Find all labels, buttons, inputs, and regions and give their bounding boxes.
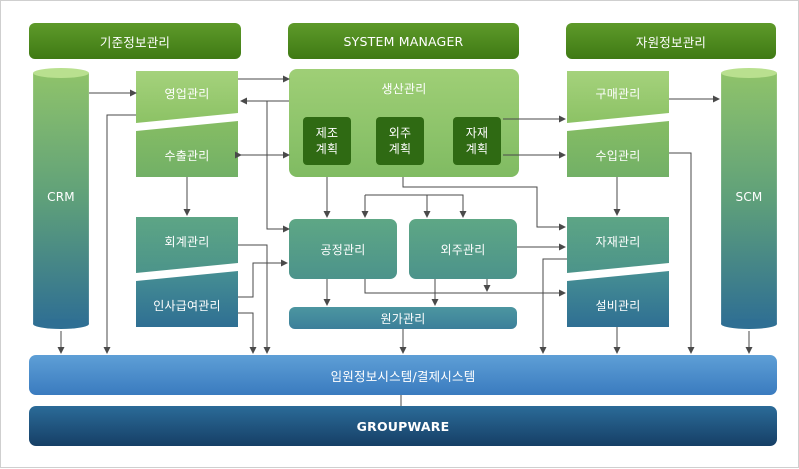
header-master-data: 기준정보관리: [29, 23, 241, 59]
material-plan-line1: 자재: [465, 126, 489, 140]
cost-module: 원가관리: [289, 307, 517, 329]
import-module: 수입관리: [567, 141, 669, 169]
sales-label: 영업관리: [164, 86, 210, 101]
process-module: 공정관리: [289, 219, 397, 279]
hr-payroll-module: 인사급여관리: [136, 291, 238, 319]
arrow-sales-process: [266, 101, 290, 233]
arrow-hr-process: [238, 259, 288, 298]
import-shape: [567, 121, 669, 177]
manufacturing-plan-line2: 계획: [315, 142, 339, 156]
equipment-label: 설비관리: [595, 298, 641, 313]
purchase-shape: [567, 71, 669, 123]
hr-payroll-label: 인사급여관리: [153, 298, 221, 313]
material-shape: [567, 217, 669, 273]
export-label: 수출관리: [164, 148, 210, 163]
outsourcing-plan-line2: 계획: [388, 142, 412, 156]
scm-cylinder: SCM: [721, 67, 777, 331]
header-system-manager-label: SYSTEM MANAGER: [343, 33, 464, 49]
material-plan: 자재 계획: [453, 117, 501, 165]
arrow-production-material: [402, 177, 566, 231]
sales-shape: [136, 71, 238, 123]
purchase-label: 구매관리: [595, 86, 641, 101]
crm-cylinder-shape: [33, 67, 89, 330]
purchase-module: 구매관리: [567, 79, 669, 107]
scm-label: SCM: [735, 190, 763, 204]
arrow-process-equipment: [364, 279, 566, 297]
export-shape: [136, 121, 238, 177]
production-title: 생산관리: [381, 81, 427, 96]
accounting-module: 회계관리: [136, 227, 238, 255]
arrow-accounting-erp: [238, 244, 271, 354]
process-label: 공정관리: [320, 242, 366, 257]
groupware-bar: GROUPWARE: [29, 406, 777, 446]
hr-shape: [136, 271, 238, 327]
manufacturing-plan: 제조 계획: [303, 117, 351, 165]
outsourcing-label: 외주관리: [440, 242, 486, 257]
accounting-shape: [136, 217, 238, 273]
erp-label: 임원정보시스템/결제시스템: [330, 368, 476, 384]
arrow-split-outsourcing: [365, 194, 467, 218]
crm-cylinder: CRM: [33, 67, 89, 331]
groupware-label: GROUPWARE: [356, 418, 450, 434]
accounting-label: 회계관리: [164, 234, 210, 249]
material-plan-line2: 계획: [465, 142, 489, 156]
header-master-data-label: 기준정보관리: [99, 34, 171, 50]
equipment-shape: [567, 271, 669, 327]
erp-bar: 임원정보시스템/결제시스템: [29, 355, 777, 395]
header-resource-info-label: 자원정보관리: [635, 34, 707, 50]
arrow-sales-erp: [103, 114, 136, 354]
scm-cylinder-shape: [721, 67, 777, 330]
arrow-material-erp: [539, 258, 567, 354]
outsourcing-plan-line1: 외주: [388, 126, 412, 140]
crm-label: CRM: [47, 190, 75, 204]
material-label: 자재관리: [595, 234, 641, 249]
production-panel: 생산관리 제조 계획 외주 계획 자재 계획: [289, 69, 519, 177]
manufacturing-plan-line1: 제조: [315, 126, 339, 140]
header-resource-info: 자원정보관리: [566, 23, 776, 59]
export-module: 수출관리: [136, 141, 238, 169]
arrow-import-erp: [669, 152, 695, 354]
equipment-module: 설비관리: [567, 291, 669, 319]
header-system-manager: SYSTEM MANAGER: [288, 23, 519, 59]
material-module: 자재관리: [567, 227, 669, 255]
sales-module: 영업관리: [136, 79, 238, 107]
arrow-hr-erp: [238, 312, 257, 354]
cost-label: 원가관리: [380, 311, 426, 326]
outsourcing-plan: 외주 계획: [376, 117, 424, 165]
import-label: 수입관리: [595, 148, 641, 163]
outsourcing-module: 외주관리: [409, 219, 517, 279]
